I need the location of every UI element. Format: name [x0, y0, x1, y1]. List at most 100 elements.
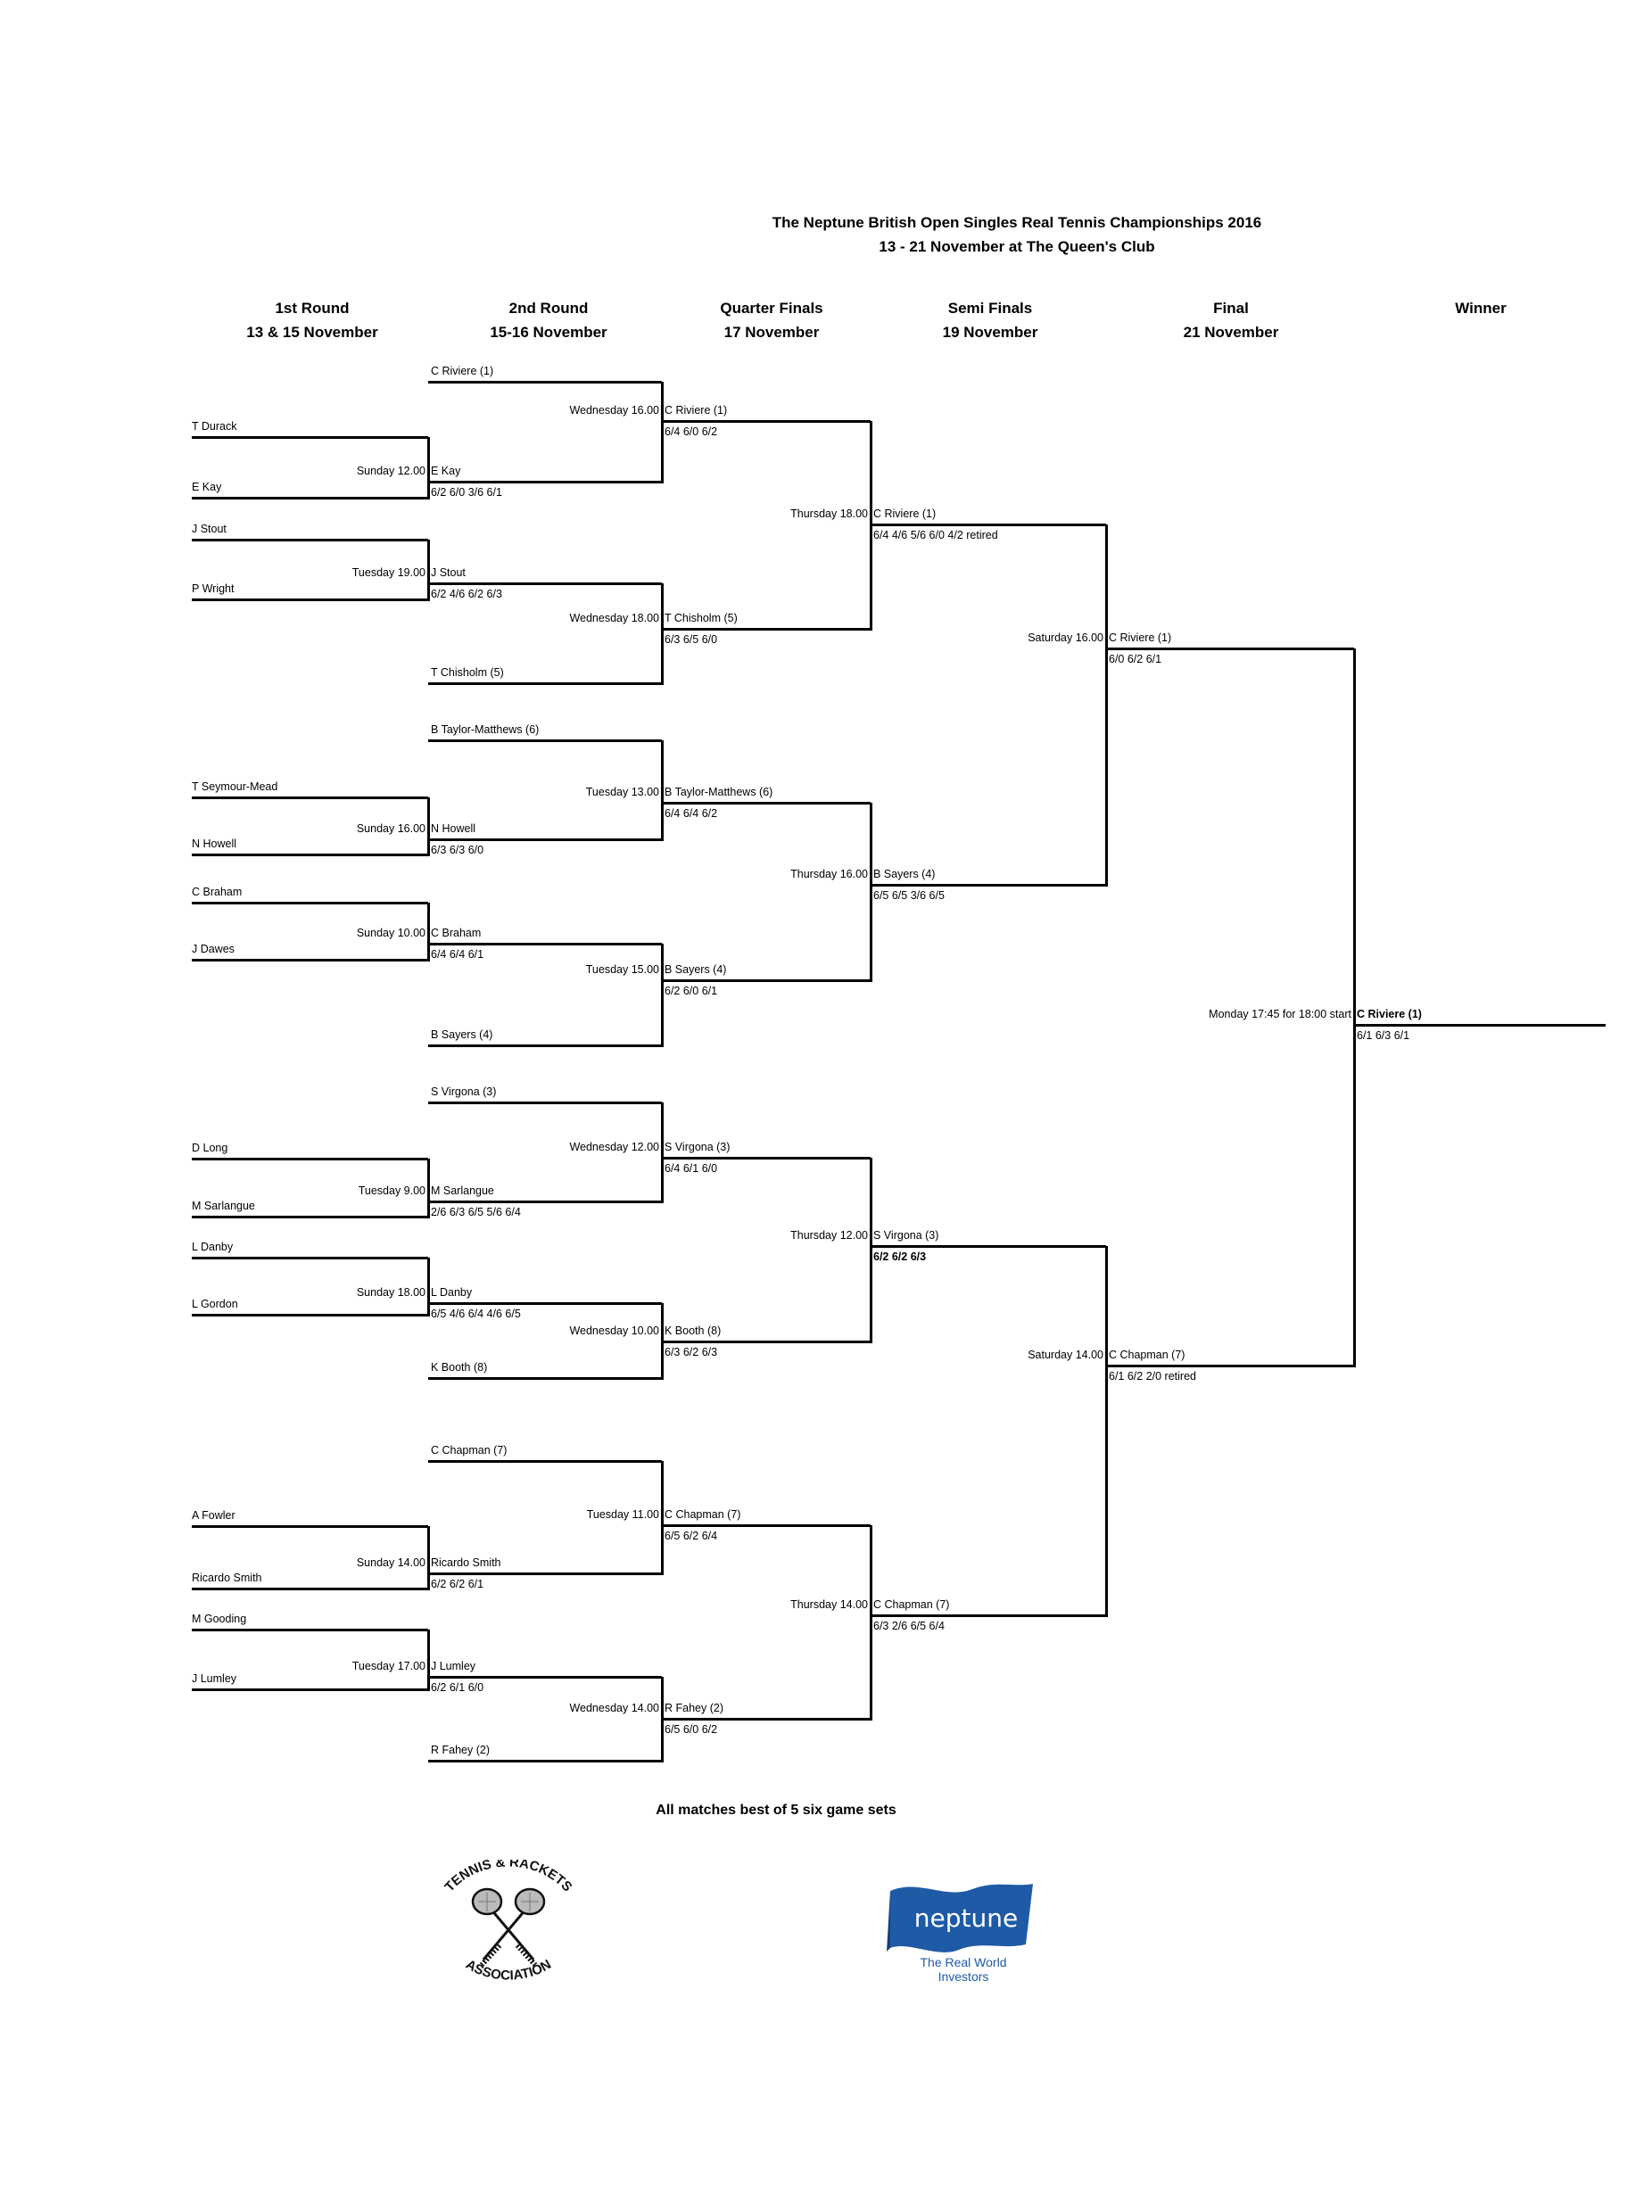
bracket-line — [192, 1688, 428, 1691]
match-time: Sunday 18.00 — [356, 1286, 425, 1299]
round-dates: 17 November — [723, 324, 820, 341]
match-time: Sunday 16.00 — [356, 822, 425, 835]
match-time: Tuesday 13.00 — [585, 786, 659, 798]
bracket-connector — [426, 1258, 430, 1316]
match-score: 2/6 6/3 6/5 5/6 6/4 — [431, 1206, 521, 1218]
bracket-line — [192, 1256, 428, 1259]
winner-name: B Sayers (4) — [873, 868, 936, 880]
match-score: 6/4 6/1 6/0 — [665, 1162, 718, 1175]
match-time: Thursday 16.00 — [790, 868, 868, 880]
match-time: Sunday 14.00 — [356, 1556, 425, 1569]
bracket-line — [192, 496, 428, 499]
winner-name: C Riviere (1) — [665, 404, 728, 417]
bracket-connector — [426, 1526, 430, 1590]
winner-name: N Howell — [431, 822, 476, 835]
match-time: Wednesday 12.00 — [569, 1141, 659, 1153]
winner-name: C Chapman (7) — [1109, 1349, 1185, 1361]
match-time: Sunday 10.00 — [356, 927, 425, 939]
match-score: 6/3 6/2 6/3 — [665, 1346, 718, 1358]
player-name: P Wright — [192, 582, 235, 595]
bracket-line — [192, 538, 428, 541]
round-name: Final — [1213, 300, 1249, 317]
player-name: T Seymour-Mead — [192, 780, 278, 793]
tra-logo-top-text: TENNIS & RACKETS — [442, 1854, 574, 1894]
winner-name: R Fahey (2) — [665, 1702, 723, 1714]
winner-name: C Chapman (7) — [665, 1508, 741, 1521]
winner-line — [1106, 1364, 1354, 1367]
player-name: L Gordon — [192, 1298, 238, 1310]
winner-line — [428, 582, 662, 585]
winner-line — [662, 1156, 871, 1160]
winner-line — [428, 1301, 662, 1305]
match-time: Thursday 14.00 — [790, 1598, 868, 1611]
player-name: M Gooding — [192, 1613, 247, 1625]
seeded-player-name: C Riviere (1) — [431, 365, 494, 377]
match-time: Monday 17:45 for 18:00 start — [1209, 1008, 1351, 1020]
match-score: 6/5 6/5 3/6 6/5 — [873, 889, 945, 902]
match-score: 6/4 6/0 6/2 — [665, 425, 718, 438]
winner-line — [662, 978, 871, 982]
round-dates: 15-16 November — [490, 324, 607, 341]
winner-line — [428, 1572, 662, 1575]
bracket-line — [192, 1587, 428, 1590]
round-name: Quarter Finals — [720, 300, 823, 317]
winner-line — [662, 419, 871, 423]
match-time: Tuesday 9.00 — [358, 1184, 425, 1197]
player-name: A Fowler — [192, 1509, 235, 1522]
neptune-flag-icon — [890, 1884, 1033, 1952]
winner-name: J Lumley — [431, 1660, 476, 1672]
winner-line — [871, 1244, 1106, 1248]
match-score: 6/2 6/2 6/1 — [431, 1578, 484, 1590]
bracket-connector — [426, 1630, 430, 1691]
bracket-line — [428, 1044, 662, 1047]
match-score: 6/5 6/2 6/4 — [665, 1530, 718, 1542]
winner-name: S Virgona (3) — [665, 1141, 731, 1153]
winner-line — [428, 1200, 662, 1203]
seeded-player-name: T Chisholm (5) — [431, 666, 504, 679]
winner-line — [662, 1717, 871, 1721]
round-dates: 21 November — [1183, 324, 1279, 341]
winner-line — [428, 480, 662, 483]
bracket-line — [192, 1524, 428, 1528]
bracket-connector — [660, 740, 664, 841]
winner-name: T Chisholm (5) — [665, 612, 738, 624]
player-name: Ricardo Smith — [192, 1572, 262, 1584]
player-name: J Dawes — [192, 943, 235, 955]
svg-text:TENNIS & RACKETS: TENNIS & RACKETS — [442, 1860, 574, 1894]
bracket-connector — [660, 583, 664, 685]
winner-line — [871, 523, 1106, 526]
seeded-player-name: S Virgona (3) — [431, 1085, 497, 1098]
bracket-line — [428, 1101, 662, 1104]
winner-name: B Sayers (4) — [665, 963, 727, 976]
page-subtitle: 13 - 21 November at The Queen's Club — [879, 238, 1155, 255]
match-score: 6/2 6/1 6/0 — [431, 1681, 484, 1694]
winner-line — [871, 1614, 1106, 1617]
winner-line — [662, 1523, 871, 1527]
winner-line — [1354, 1023, 1606, 1027]
bracket-line — [428, 1759, 662, 1762]
bracket-connector — [426, 1159, 430, 1218]
seeded-player-name: K Booth (8) — [431, 1361, 488, 1374]
player-name: N Howell — [192, 838, 237, 850]
player-name: E Kay — [192, 481, 222, 493]
neptune-wordmark: neptune — [913, 1903, 1019, 1933]
bracket-connector — [660, 1461, 664, 1575]
seeded-player-name: B Sayers (4) — [431, 1028, 493, 1041]
bracket-connector — [1104, 524, 1108, 887]
winner-name: Ricardo Smith — [431, 1556, 501, 1569]
bracket-connector — [426, 437, 430, 499]
winner-name: J Stout — [431, 566, 466, 579]
player-name: D Long — [192, 1142, 228, 1154]
page-title: The Neptune British Open Singles Real Te… — [772, 214, 1262, 231]
match-score: 6/3 2/6 6/5 6/4 — [873, 1620, 945, 1632]
bracket-line — [192, 598, 428, 601]
winner-name: C Riviere (1) — [873, 508, 937, 520]
bracket-connector — [660, 1102, 664, 1203]
match-score: 6/5 6/0 6/2 — [665, 1723, 718, 1736]
bracket-line — [428, 681, 662, 685]
winner-name: C Braham — [431, 927, 482, 939]
bracket-line — [192, 435, 428, 439]
round-name: 2nd Round — [508, 300, 589, 317]
winner-name: M Sarlangue — [431, 1184, 494, 1197]
